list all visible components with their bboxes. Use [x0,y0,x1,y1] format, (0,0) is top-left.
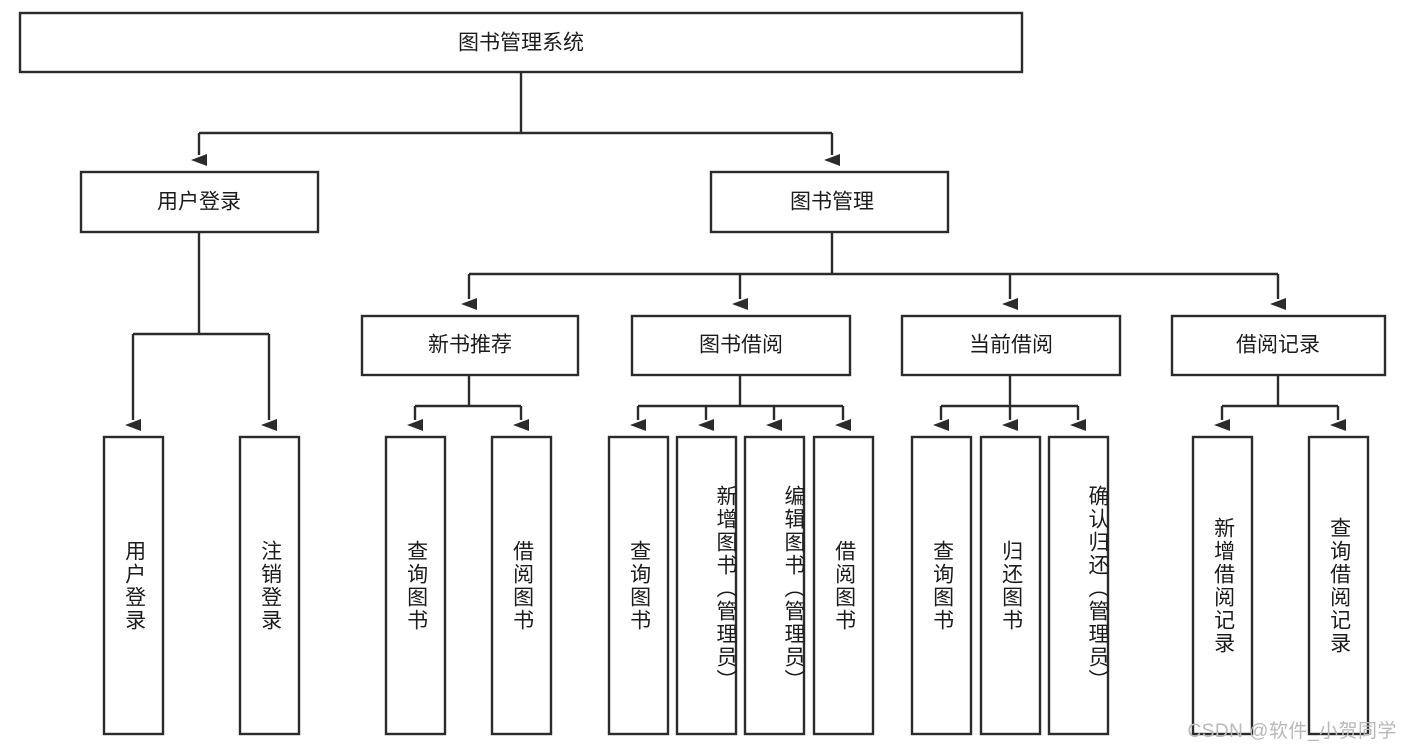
new-book-recommend-label: 新书推荐 [428,334,512,357]
csdn-watermark: CSDN @软件_小贺同学 [1187,721,1397,742]
leaf-box-records-0[interactable] [1191,435,1254,736]
leaf-box-records-1[interactable] [1307,435,1370,736]
node-user-login[interactable]: 用户登录 [79,170,320,234]
leaf-box-user-login-1[interactable] [238,435,301,736]
connector-layer [125,72,1346,431]
leaf-box-current-1[interactable] [979,435,1042,736]
leaf-box-borrow-3[interactable] [812,435,875,736]
current-borrow-label: 当前借阅 [969,334,1053,357]
user-login-box[interactable] [79,170,320,234]
leaf-box-current-0[interactable] [910,435,973,736]
node-new-book-recommend[interactable]: 新书推荐 [360,314,580,377]
new-book-recommend-box[interactable] [360,314,580,377]
book-borrow-label: 图书借阅 [699,334,783,357]
node-borrow-records[interactable]: 借阅记录 [1170,314,1387,377]
leaf-box-new-book-1[interactable] [490,435,553,736]
leaf-box-borrow-2[interactable] [743,435,806,736]
borrow-records-box[interactable] [1170,314,1387,377]
leaf-box-current-2[interactable] [1047,435,1110,736]
node-root-book-management-system[interactable]: 图书管理系统 [18,11,1024,74]
node-current-borrow[interactable]: 当前借阅 [900,314,1122,377]
node-book-borrow[interactable]: 图书借阅 [630,314,852,377]
book-management-box[interactable] [709,170,950,234]
book-borrow-box[interactable] [630,314,852,377]
current-borrow-box[interactable] [900,314,1122,377]
leaf-box-borrow-1[interactable] [675,435,738,736]
leaf-box-layer [102,435,1370,736]
book-management-label: 图书管理 [790,191,874,214]
root-label: 图书管理系统 [458,32,584,55]
leaf-box-borrow-0[interactable] [607,435,670,736]
leaf-box-user-login-0[interactable] [102,435,165,736]
borrow-records-label: 借阅记录 [1236,334,1320,357]
root-box[interactable] [18,11,1024,74]
leaf-box-new-book-0[interactable] [384,435,447,736]
node-book-management[interactable]: 图书管理 [709,170,950,234]
user-login-label: 用户登录 [157,191,241,214]
